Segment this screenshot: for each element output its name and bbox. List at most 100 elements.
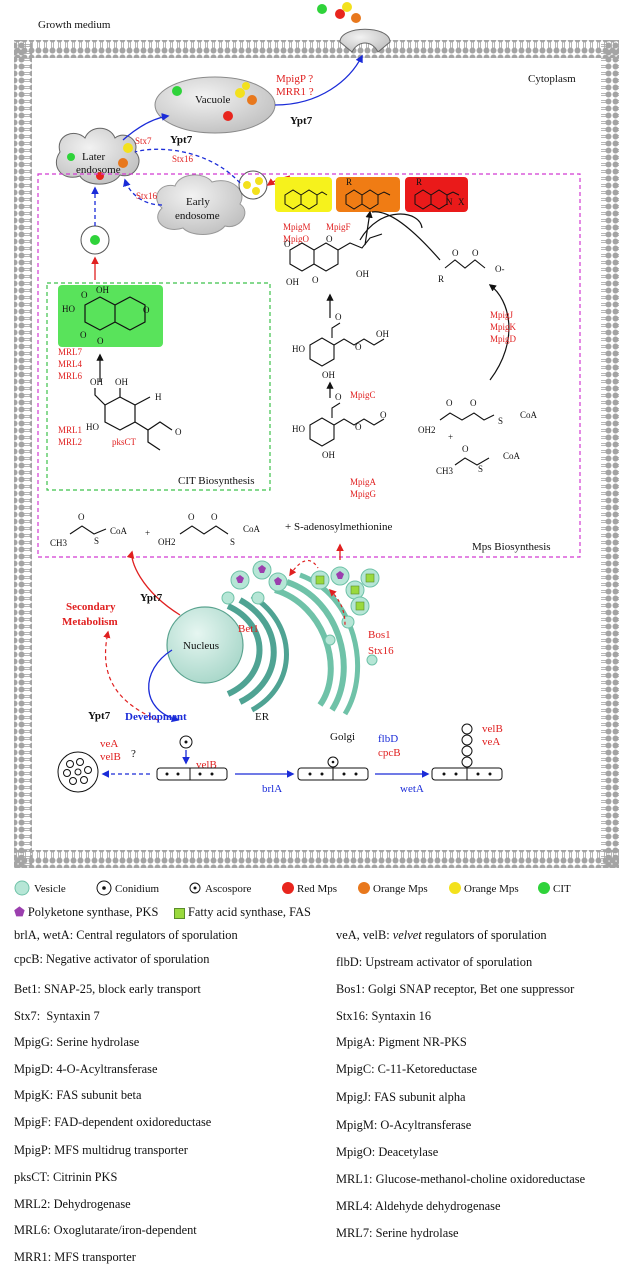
glossary-term: MpigJ: [336, 1090, 372, 1104]
mpigf-label: MpigF [326, 222, 351, 232]
glossary-entry: MRL1: Glucose-methanol-choline oxidoredu… [336, 1172, 585, 1187]
svg-text:X: X [458, 197, 465, 207]
glossary-entry: MRR1: MFS transporter [14, 1250, 136, 1265]
mpigc-label: MpigC [350, 390, 376, 400]
glossary-term: Bos1: [336, 982, 365, 996]
glossary-term: MpigD: [14, 1062, 54, 1076]
legend-pks-label: Polyketone synthase, PKS [27, 905, 159, 919]
svg-text:R: R [438, 274, 444, 284]
svg-text:O: O [97, 336, 104, 346]
glossary-entry: MpigD: 4-O-Acyltransferase [14, 1062, 158, 1077]
glossary-entry: MpigF: FAD-dependent oxidoreductase [14, 1115, 211, 1130]
glossary-definition: Serine hydrolase [372, 1226, 459, 1240]
glossary-term: MpigO: [336, 1145, 376, 1159]
early-endosome-label-1: Early [186, 196, 210, 208]
stx7-label: Stx7 [135, 136, 152, 146]
mpiga-label: MpigA [350, 477, 377, 487]
glossary-entry: MpigJ: FAS subunit alpha [336, 1090, 466, 1105]
velb-label-right: velB [482, 723, 503, 735]
glossary-term: MpigC: [336, 1062, 375, 1076]
glossary-definition: MFS transporter [51, 1250, 136, 1264]
svg-text:O: O [326, 234, 333, 244]
glossary-entry: MpigO: Deacetylase [336, 1145, 438, 1160]
glossary-term: MpigK: [14, 1088, 54, 1102]
sam-label: + S-adenosylmethionine [285, 521, 392, 533]
ypt7-label-vacuole: Ypt7 [290, 115, 313, 127]
svg-text:O: O [143, 305, 150, 315]
svg-text:O: O [452, 248, 459, 258]
stx16-label-top: Stx16 [172, 154, 194, 164]
glossary-definition: Pigment NR-PKS [375, 1035, 467, 1049]
svg-text:Vesicle: Vesicle [34, 883, 66, 895]
question-mark: ? [131, 748, 136, 760]
glossary-definition: Syntaxin 16 [368, 1009, 432, 1023]
glossary-entry: MpigP: MFS multidrug transporter [14, 1143, 188, 1158]
vea-label-left: veA [100, 738, 118, 750]
svg-text:CoA: CoA [520, 410, 538, 420]
glossary-italic: velvet [392, 928, 422, 942]
nucleus-label: Nucleus [183, 640, 219, 652]
glossary-entry: MpigA: Pigment NR-PKS [336, 1035, 467, 1050]
glossary-definition: FAS subunit beta [53, 1088, 142, 1102]
glossary-definition: regulators of sporulation [421, 928, 547, 942]
weta-label: wetA [400, 783, 424, 795]
legend-row-2: ⬟ Polyketone synthase, PKS Fatty acid sy… [14, 904, 311, 920]
ypt7-label-dev: Ypt7 [88, 710, 111, 722]
glossary-term: MpigA: [336, 1035, 376, 1049]
vacuole: Vacuole [154, 76, 276, 134]
glossary-entry: MpigK: FAS subunit beta [14, 1088, 141, 1103]
mpigg-label: MpigG [350, 489, 377, 499]
glossary-term: MpigM: [336, 1118, 378, 1132]
glossary-entry: MRL7: Serine hydrolase [336, 1226, 459, 1241]
cit-biosynthesis-label: CIT Biosynthesis [178, 475, 255, 487]
svg-text:O: O [355, 422, 362, 432]
glossary-definition: O-Acyltransferase [377, 1118, 472, 1132]
fas-icon [173, 907, 185, 919]
vea-label-right: veA [482, 736, 500, 748]
svg-text:O: O [462, 444, 469, 454]
svg-text:HO: HO [86, 422, 99, 432]
later-endosome-label-2: endosome [76, 164, 121, 176]
ypt7-label-secondary: Ypt7 [140, 592, 163, 604]
svg-text:Red Mps: Red Mps [297, 883, 337, 895]
svg-text:O: O [446, 398, 453, 408]
glossary-term: MpigG: [14, 1035, 54, 1049]
glossary-definition: MFS multidrug transporter [51, 1143, 188, 1157]
mrr1-label: MRR1 ? [276, 86, 314, 98]
glossary-term: MRL1: [336, 1172, 373, 1186]
glossary-definition: FAS subunit alpha [371, 1090, 466, 1104]
svg-text:OH: OH [376, 329, 389, 339]
svg-text:OH: OH [322, 450, 335, 460]
pathway-diagram: Growth medium Cytoplasm Vacuole MpigP ? … [14, 2, 619, 896]
glossary-definition: Citrinin PKS [49, 1170, 118, 1184]
glossary-term: MRL4: [336, 1199, 373, 1213]
glossary-entry: MpigG: Serine hydrolase [14, 1035, 139, 1050]
glossary-entry: brlA, wetA: Central regulators of sporul… [14, 928, 238, 943]
glossary-entry: MRL6: Oxoglutarate/iron-dependent [14, 1223, 197, 1238]
glossary-definition: Serine hydrolase [53, 1035, 140, 1049]
cell-membrane [14, 40, 619, 868]
svg-text:OH: OH [356, 269, 369, 279]
glossary-term: veA, velB: [336, 928, 390, 942]
stx16-label-golgi: Stx16 [368, 645, 394, 657]
svg-text:O: O [335, 392, 342, 402]
glossary-term: MpigP: [14, 1143, 52, 1157]
mpigk-label: MpigK [490, 322, 517, 332]
svg-text:OH: OH [115, 377, 128, 387]
pks-icon: ⬟ [14, 905, 25, 919]
svg-text:CH3: CH3 [436, 466, 454, 476]
glossary-definition: Syntaxin 7 [40, 1009, 100, 1023]
svg-text:O: O [188, 512, 195, 522]
svg-text:Ascospore: Ascospore [205, 883, 252, 895]
glossary-term: MRR1: [14, 1250, 52, 1264]
svg-text:CIT: CIT [553, 883, 571, 895]
glossary-term: brlA, wetA: [14, 928, 74, 942]
svg-text:O: O [284, 239, 291, 249]
svg-text:R: R [346, 177, 352, 187]
vesicle-cit [80, 225, 110, 255]
glossary-definition: Oxoglutarate/iron-dependent [50, 1223, 197, 1237]
svg-text:HO: HO [62, 304, 75, 314]
glossary-entry: Bet1: SNAP-25, block early transport [14, 982, 201, 997]
cpcb-label: cpcB [378, 747, 401, 759]
secondary-metabolism-label-1: Secondary [66, 601, 116, 613]
